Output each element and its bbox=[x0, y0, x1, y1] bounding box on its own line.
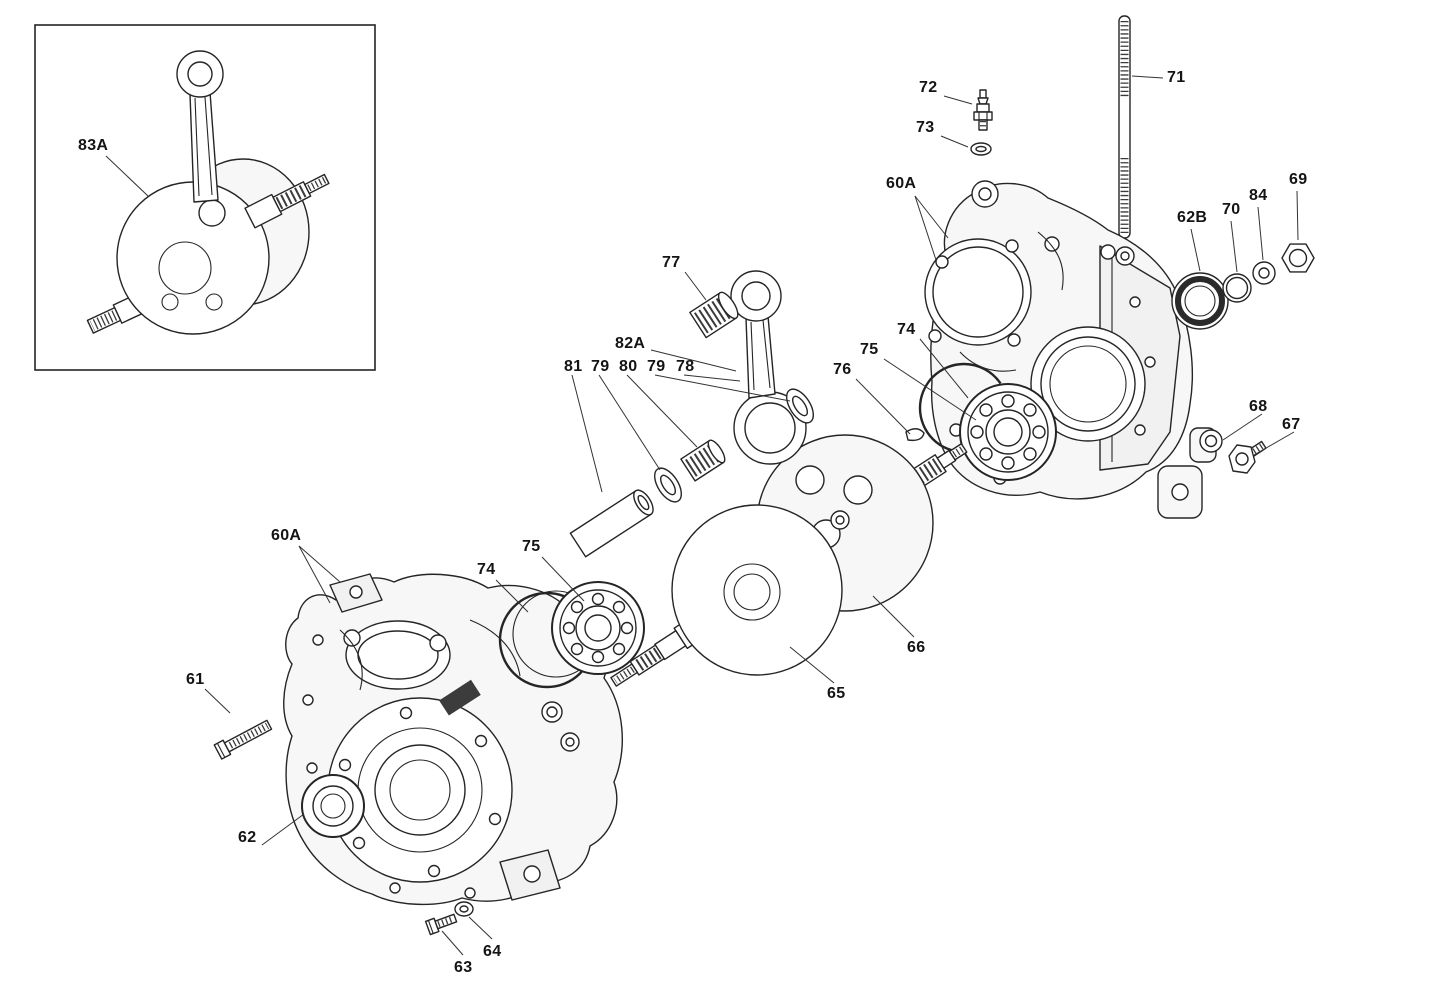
callout-81: 81 bbox=[564, 358, 583, 375]
woodruff-key-76 bbox=[905, 428, 925, 442]
washer-68 bbox=[1199, 429, 1223, 453]
callout-63: 63 bbox=[454, 959, 473, 976]
connecting-rod-78 bbox=[730, 270, 807, 465]
callout-74-right: 74 bbox=[897, 321, 916, 338]
callout-62b: 62B bbox=[1177, 209, 1208, 226]
callout-79-right: 79 bbox=[647, 358, 666, 375]
seal-62 bbox=[301, 774, 365, 838]
callout-73: 73 bbox=[916, 119, 935, 136]
callout-76: 76 bbox=[833, 361, 852, 378]
ring-70 bbox=[1222, 273, 1252, 303]
washer-64 bbox=[454, 901, 474, 917]
bolt-61 bbox=[213, 719, 273, 760]
callout-77: 77 bbox=[662, 254, 681, 271]
callout-78: 78 bbox=[676, 358, 695, 375]
callout-71: 71 bbox=[1167, 69, 1186, 86]
bolt-63 bbox=[424, 913, 458, 936]
crankshaft-83a bbox=[86, 50, 330, 335]
callout-68: 68 bbox=[1249, 398, 1268, 415]
bearing-75-left bbox=[551, 581, 645, 675]
callout-65: 65 bbox=[827, 685, 846, 702]
callout-60a-left: 60A bbox=[271, 527, 302, 544]
crankcase-left-60a bbox=[283, 573, 623, 906]
inset-box bbox=[34, 24, 376, 371]
callout-61: 61 bbox=[186, 671, 205, 688]
callout-70: 70 bbox=[1222, 201, 1241, 218]
bolt-67 bbox=[1228, 440, 1267, 474]
callout-75-left: 75 bbox=[522, 538, 541, 555]
crankshaft-assembly bbox=[610, 270, 968, 687]
lock-washer-79-left bbox=[653, 467, 683, 503]
leader-lines bbox=[105, 75, 1299, 956]
callout-75-right: 75 bbox=[860, 341, 879, 358]
lock-washer-79-right bbox=[785, 388, 815, 424]
valve-72 bbox=[973, 89, 993, 131]
callout-66: 66 bbox=[907, 639, 926, 656]
callout-72: 72 bbox=[919, 79, 938, 96]
callout-74-left: 74 bbox=[477, 561, 496, 578]
washer-73 bbox=[970, 142, 992, 156]
seal-62b bbox=[1171, 272, 1229, 330]
nut-69 bbox=[1281, 243, 1315, 273]
bearing-75-right bbox=[959, 383, 1057, 481]
callout-69: 69 bbox=[1289, 171, 1308, 188]
crank-web-65 bbox=[671, 504, 843, 676]
callout-64: 64 bbox=[483, 943, 502, 960]
needle-bearing-77 bbox=[689, 291, 739, 339]
callout-82a: 82A bbox=[615, 335, 646, 352]
callout-60a-right: 60A bbox=[886, 175, 917, 192]
needle-cage-80 bbox=[680, 439, 726, 482]
crankcase-right-60a bbox=[924, 180, 1217, 519]
callout-67: 67 bbox=[1282, 416, 1301, 433]
callout-79-left: 79 bbox=[591, 358, 610, 375]
callout-84: 84 bbox=[1249, 187, 1268, 204]
washer-84 bbox=[1252, 261, 1276, 285]
stud-71 bbox=[1118, 15, 1131, 239]
callout-83a: 83A bbox=[78, 137, 109, 154]
callout-80: 80 bbox=[619, 358, 638, 375]
callout-62: 62 bbox=[238, 829, 257, 846]
piston-pin-81 bbox=[569, 489, 654, 558]
